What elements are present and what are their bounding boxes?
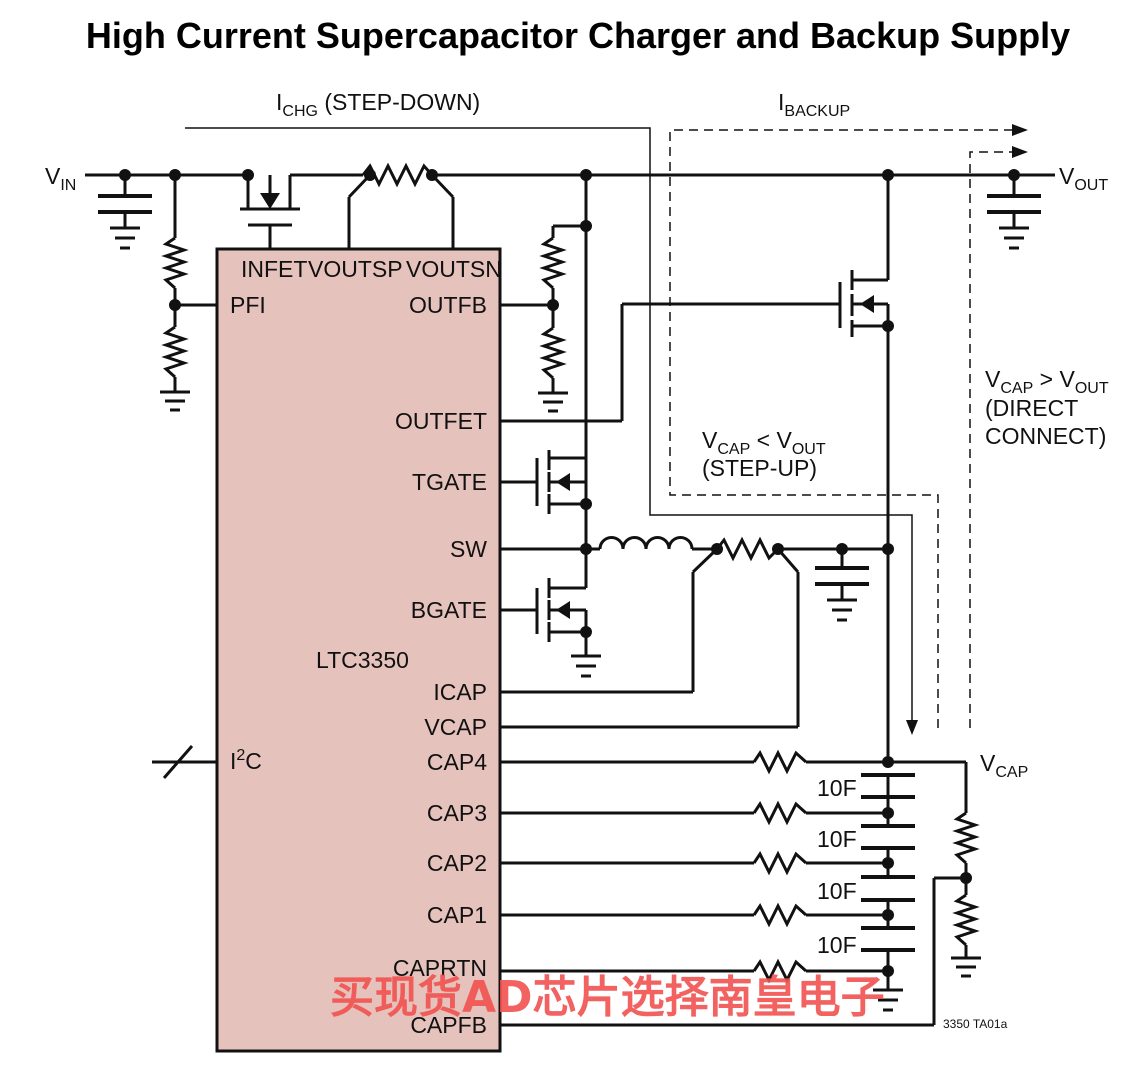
pfi-resistor-bottom — [161, 325, 189, 379]
pfi-resistor-top — [161, 236, 189, 290]
vout-label: VOUT — [1059, 163, 1108, 194]
ibackup-flow-path — [669, 129, 1015, 728]
direct-label-line3: CONNECT) — [985, 423, 1106, 449]
pin-caprtn: CAPRTN — [393, 955, 487, 981]
pin-voutsn: VOUTSN — [406, 256, 502, 282]
direct-connect-arrowhead — [1012, 146, 1028, 158]
ichg-arrowhead — [906, 720, 918, 735]
cap-value-2: 10F — [817, 826, 857, 852]
chip-pin-labels: INFET VOUTSP VOUTSN PFI I2C OUTFB OUTFET… — [230, 256, 502, 1038]
ichg-flow-path — [185, 127, 913, 725]
balance-resistor-caprtn — [752, 958, 808, 984]
ichg-label: ICHG (STEP-DOWN) — [276, 89, 480, 120]
pin-voutsp: VOUTSP — [308, 256, 403, 282]
outfb-resistor-bottom — [539, 326, 567, 380]
ground-symbols — [110, 212, 1029, 1012]
pin-cap4: CAP4 — [427, 749, 487, 775]
junction-dots — [119, 169, 1020, 977]
pin-infet: INFET — [241, 256, 307, 282]
pin-cap1: CAP1 — [427, 902, 487, 928]
pin-outfet: OUTFET — [395, 408, 487, 434]
pin-cap2: CAP2 — [427, 850, 487, 876]
chip-name: LTC3350 — [316, 647, 409, 673]
watermark-text: 买现货AD芯片选择南皇电子 — [330, 972, 885, 1023]
cap-value-3: 10F — [817, 878, 857, 904]
ibackup-arrowhead — [1012, 124, 1028, 136]
pin-cap3: CAP3 — [427, 800, 487, 826]
icap-sense-resistor — [715, 536, 780, 562]
stepup-label-line1: VCAP < VOUT — [702, 427, 826, 458]
i2c-bus — [152, 745, 217, 779]
figure-id: 3350 TA01a — [943, 1017, 1008, 1031]
direct-label-line1: VCAP > VOUT — [985, 366, 1109, 397]
pin-bgate: BGATE — [411, 597, 487, 623]
pin-capfb: CAPFB — [410, 1012, 487, 1038]
capfb-resistor-top — [952, 811, 980, 865]
cap-value-4: 10F — [817, 932, 857, 958]
net-labels: VIN VOUT ICHG (STEP-DOWN) IBACKUP VCAP V… — [45, 89, 1109, 958]
stepup-label-line2: (STEP-UP) — [702, 455, 817, 481]
pin-pfi: PFI — [230, 292, 266, 318]
balance-resistor-cap2 — [752, 850, 808, 876]
pin-sw: SW — [450, 536, 487, 562]
ltc3350-chip — [215, 247, 502, 1053]
balance-resistor-cap1 — [752, 902, 808, 928]
pin-icap: ICAP — [433, 679, 487, 705]
outfb-resistor-top — [539, 236, 567, 290]
balance-resistor-cap3 — [752, 800, 808, 826]
pin-i2c: I2C — [230, 747, 262, 774]
pin-vcap: VCAP — [424, 714, 487, 740]
vcap-label: VCAP — [980, 750, 1028, 781]
mosfet-arrows — [260, 193, 874, 619]
direct-label-line2: (DIRECT — [985, 395, 1078, 421]
diagram-title: High Current Supercapacitor Charger and … — [86, 15, 1070, 56]
capfb-resistor-bottom — [952, 893, 980, 947]
vin-label: VIN — [45, 163, 76, 194]
inductor — [598, 536, 694, 550]
balance-resistor-cap4 — [752, 749, 808, 775]
pin-tgate: TGATE — [412, 469, 487, 495]
ibackup-label: IBACKUP — [778, 89, 850, 120]
pin-outfb: OUTFB — [409, 292, 487, 318]
cap-value-1: 10F — [817, 775, 857, 801]
